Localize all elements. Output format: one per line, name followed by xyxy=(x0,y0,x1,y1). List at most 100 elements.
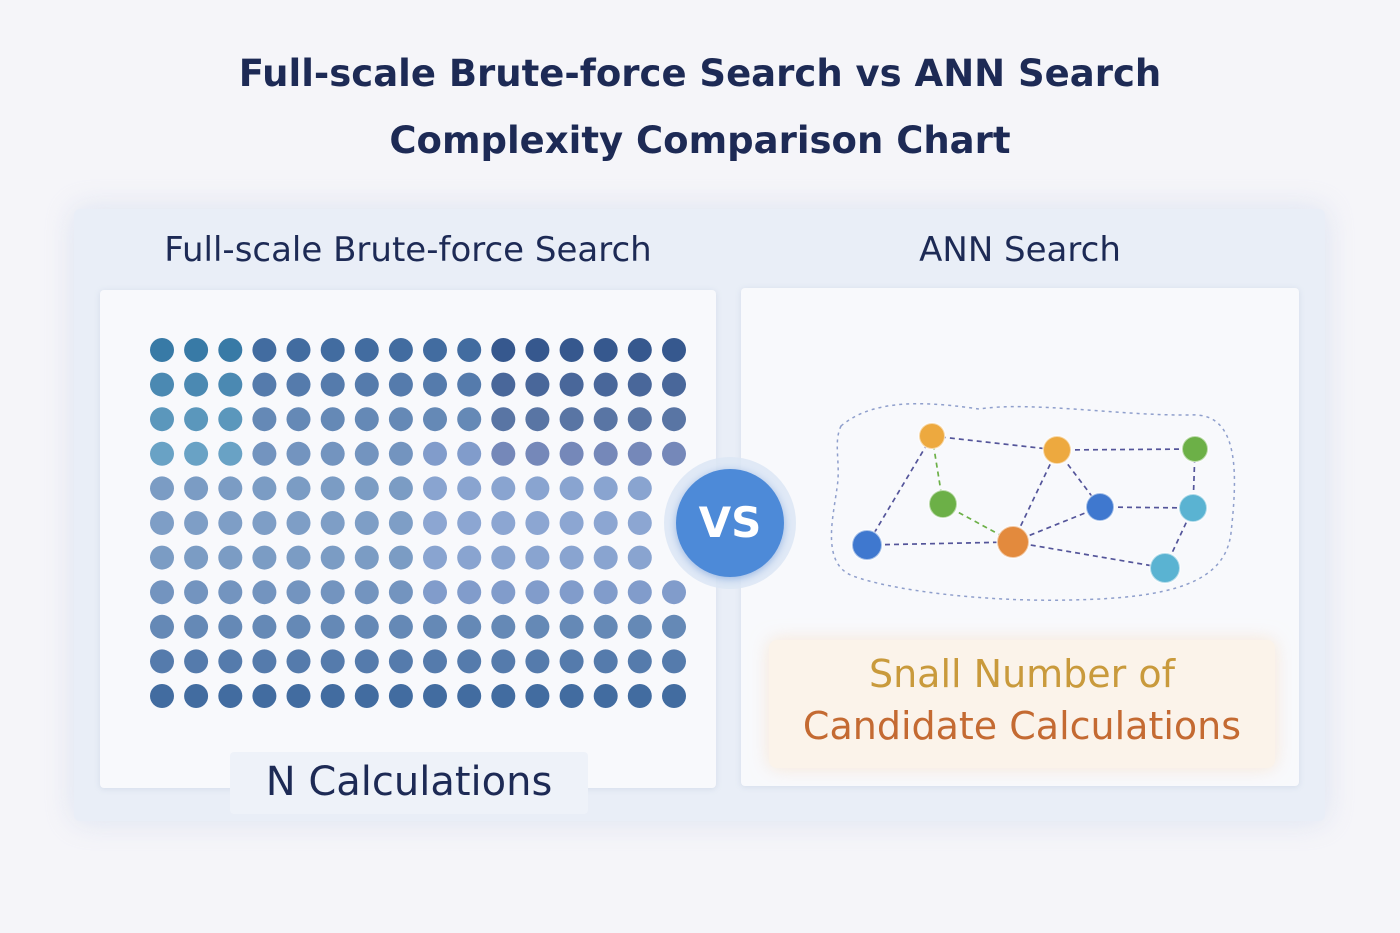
diagram-title-line-1: Full-scale Brute-force Search vs ANN Sea… xyxy=(238,52,1162,95)
calculation-dot xyxy=(218,545,243,570)
calculation-dot xyxy=(491,441,516,466)
calculation-dot xyxy=(184,441,209,466)
calculation-dot xyxy=(218,614,243,639)
calculation-dot xyxy=(388,614,413,639)
calculation-dot xyxy=(388,441,413,466)
calculation-dot xyxy=(252,649,277,674)
calculation-dot xyxy=(184,649,209,674)
graph-boundary-outline xyxy=(830,403,1236,601)
calculation-dot xyxy=(457,649,482,674)
calculation-dot xyxy=(354,441,379,466)
calculation-dot xyxy=(457,614,482,639)
calculation-dot xyxy=(491,649,516,674)
calculation-dot xyxy=(491,407,516,432)
calculation-dot xyxy=(662,580,686,605)
calculation-dot xyxy=(286,545,311,570)
calculation-dot xyxy=(662,649,686,674)
calculation-dot xyxy=(662,338,686,362)
calculation-dot xyxy=(423,407,447,432)
calculation-dot xyxy=(286,511,311,535)
calculation-dot xyxy=(286,338,311,362)
calculation-dot xyxy=(354,545,379,570)
calculation-dot xyxy=(457,684,482,708)
calculation-dot xyxy=(388,649,413,674)
calculation-dot xyxy=(286,476,311,501)
calculation-dot xyxy=(423,649,447,674)
calculation-dot xyxy=(627,511,652,535)
calculation-dot xyxy=(320,338,345,362)
graph-edge xyxy=(1056,448,1196,451)
calculation-dot xyxy=(491,545,516,570)
calculation-dot xyxy=(218,684,243,708)
calculation-dot xyxy=(320,372,345,397)
calculation-dot xyxy=(627,338,652,362)
calculation-dot xyxy=(559,684,584,708)
calculation-dot xyxy=(491,684,516,708)
graph-edge xyxy=(866,541,1014,546)
calculation-dot xyxy=(559,372,584,397)
calculation-dot xyxy=(184,338,209,362)
candidate-calculations-box xyxy=(769,640,1275,768)
calculation-dot xyxy=(559,476,584,501)
calculation-dot xyxy=(593,649,618,674)
calculation-dot xyxy=(559,545,584,570)
calculation-dot xyxy=(150,476,174,501)
calculation-dot xyxy=(354,511,379,535)
graph-edge xyxy=(1099,506,1194,509)
calculation-dot xyxy=(457,580,482,605)
calculation-dot xyxy=(423,684,447,708)
calculation-dot xyxy=(286,441,311,466)
calculation-dot xyxy=(286,580,311,605)
calculation-dot xyxy=(354,476,379,501)
calculation-dot xyxy=(388,684,413,708)
calculation-dot xyxy=(423,441,447,466)
calculation-dot xyxy=(252,407,277,432)
calculation-dot xyxy=(184,684,209,708)
calculation-dot xyxy=(662,441,686,466)
ann-heading: ANN Search xyxy=(919,230,1121,270)
calculation-dot xyxy=(491,372,516,397)
calculation-dot xyxy=(457,441,482,466)
calculation-dot xyxy=(218,649,243,674)
ann-graph xyxy=(830,403,1236,601)
calculation-dot xyxy=(559,649,584,674)
calculation-dot xyxy=(457,407,482,432)
graph-node-blue xyxy=(1085,492,1115,522)
calculation-dot xyxy=(559,407,584,432)
calculation-dot xyxy=(491,476,516,501)
calculation-dot xyxy=(457,372,482,397)
calculation-dot xyxy=(525,372,550,397)
calculation-dot xyxy=(320,476,345,501)
calculation-dot xyxy=(150,511,174,535)
calculation-dot xyxy=(423,338,447,362)
calculation-dot xyxy=(627,476,652,501)
calculation-dot xyxy=(218,511,243,535)
calculation-dot xyxy=(320,580,345,605)
graph-edge xyxy=(1012,449,1058,543)
calculation-dot xyxy=(627,441,652,466)
calculation-dot xyxy=(627,649,652,674)
calculation-dot xyxy=(354,372,379,397)
calculation-dot xyxy=(388,580,413,605)
calculation-dot xyxy=(252,476,277,501)
calculation-dot xyxy=(218,407,243,432)
calculation-dot xyxy=(388,407,413,432)
calculation-dot xyxy=(252,580,277,605)
calculation-dot xyxy=(593,441,618,466)
calculation-dot xyxy=(457,476,482,501)
calculation-dot xyxy=(525,407,550,432)
calculation-dot xyxy=(354,580,379,605)
calculation-dot xyxy=(491,614,516,639)
graph-node-blue xyxy=(851,529,883,561)
graph-edge xyxy=(931,435,1058,451)
graph-node-orange xyxy=(996,525,1030,559)
graph-node-orange xyxy=(1042,435,1072,465)
graph-edge xyxy=(1012,506,1101,543)
calculation-dot xyxy=(423,372,447,397)
calculation-dot xyxy=(320,441,345,466)
calculation-dot xyxy=(627,407,652,432)
calculation-dot xyxy=(252,614,277,639)
calculation-dot xyxy=(593,580,618,605)
calculation-dot xyxy=(525,545,550,570)
calculation-dot xyxy=(388,476,413,501)
